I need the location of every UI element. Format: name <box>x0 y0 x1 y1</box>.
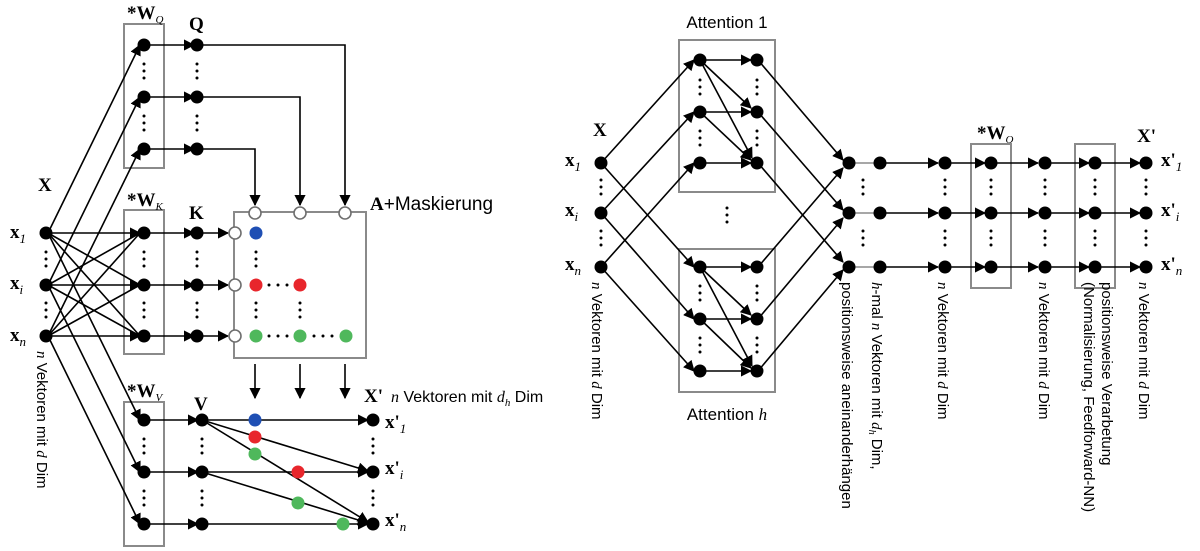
right-ellipsis <box>599 78 1148 354</box>
caption-output-vectors: n Vektoren mit d Dim <box>1135 282 1152 420</box>
v-to-output-arrows <box>201 414 370 530</box>
headh-internal-arrows <box>699 261 753 377</box>
input-xn-label: xn <box>10 325 26 349</box>
x-input-label-right: X <box>593 120 607 141</box>
attention-1-title: Attention 1 <box>686 13 767 32</box>
v-prime-caption: n Vektoren mit dh Dim <box>391 389 543 409</box>
k-label: K <box>189 203 204 224</box>
entry-green <box>339 329 353 343</box>
input-xn-label-right: xn <box>565 254 581 278</box>
v-label: V <box>194 394 208 415</box>
output-xn-label: x'n <box>385 510 406 534</box>
x-input-label: X <box>38 175 52 196</box>
wv-label: *WV <box>127 381 164 404</box>
left-nodes <box>39 38 380 531</box>
attention-h-box <box>678 248 776 393</box>
right-nodes <box>594 53 1153 378</box>
left-input-caption: n Vektoren mit d Dim <box>33 351 50 489</box>
v-path-dots <box>248 413 350 531</box>
entry-red <box>249 278 263 292</box>
weight-output-arrows <box>145 39 200 530</box>
input-x1-label-right: x1 <box>565 150 581 174</box>
wk-box <box>123 209 165 355</box>
left-panel: *WQ *WK *WV Q K V X A+Maskierung X' x1 x… <box>10 3 543 547</box>
matrix-down-arrows <box>249 364 351 400</box>
caption-after-wo: n Vektoren mit d Dim <box>1035 282 1052 420</box>
stage-arrows <box>880 157 1142 273</box>
input-x1-label: x1 <box>10 222 26 246</box>
right-panel: Attention 1 Attention h X X' *WO x1 xi x… <box>565 13 1182 512</box>
output-x1-label: x'1 <box>385 412 406 436</box>
q-label: Q <box>189 14 204 35</box>
left-ellipsis <box>44 62 375 507</box>
caption-concat: positionsweise aneinanderhängen <box>838 282 855 509</box>
output-x1-label-right: x'1 <box>1161 150 1182 174</box>
head-concat-arrows <box>757 59 844 372</box>
caption-heads: h-mal n Vektoren mit dh Dim, <box>866 282 885 470</box>
input-xi-label: xi <box>10 273 24 297</box>
x-prime-label: X' <box>364 386 383 407</box>
q-to-matrix-arrows <box>197 44 351 207</box>
a-mask-label: A+Maskierung <box>370 194 493 215</box>
wq-label: *WQ <box>127 3 164 26</box>
output-xi-label: x'i <box>385 458 404 482</box>
caption-normalisation: (Normalisierung, Feedforward-NN) <box>1080 282 1097 512</box>
caption-input-vectors: n Vektoren mit d Dim <box>588 282 605 420</box>
input-xi-label-right: xi <box>565 200 579 224</box>
wo-box <box>970 143 1012 289</box>
output-xn-label-right: x'n <box>1161 254 1182 278</box>
caption-positionwise: positionsweise Verarbetung <box>1098 282 1115 465</box>
wv-box <box>123 401 165 547</box>
wq-box <box>123 23 165 169</box>
caption-after-concat: n Vektoren mit d Dim <box>934 282 951 420</box>
matrix-entries <box>249 226 353 343</box>
matrix-ports <box>228 206 352 343</box>
attention-1-box <box>678 39 776 193</box>
ffn-box <box>1074 143 1116 289</box>
input-head-arrows <box>600 59 695 372</box>
wo-label: *WO <box>977 123 1014 146</box>
attention-h-title: Attention h <box>687 405 767 424</box>
entry-green <box>293 329 307 343</box>
x-prime-label-right: X' <box>1137 126 1156 147</box>
entry-red <box>293 278 307 292</box>
entry-blue <box>249 226 263 240</box>
entry-green <box>249 329 263 343</box>
head1-internal-arrows <box>699 54 753 169</box>
output-xi-label-right: x'i <box>1161 200 1180 224</box>
input-weight-arrows <box>47 43 142 526</box>
wk-label: *WK <box>127 190 164 213</box>
